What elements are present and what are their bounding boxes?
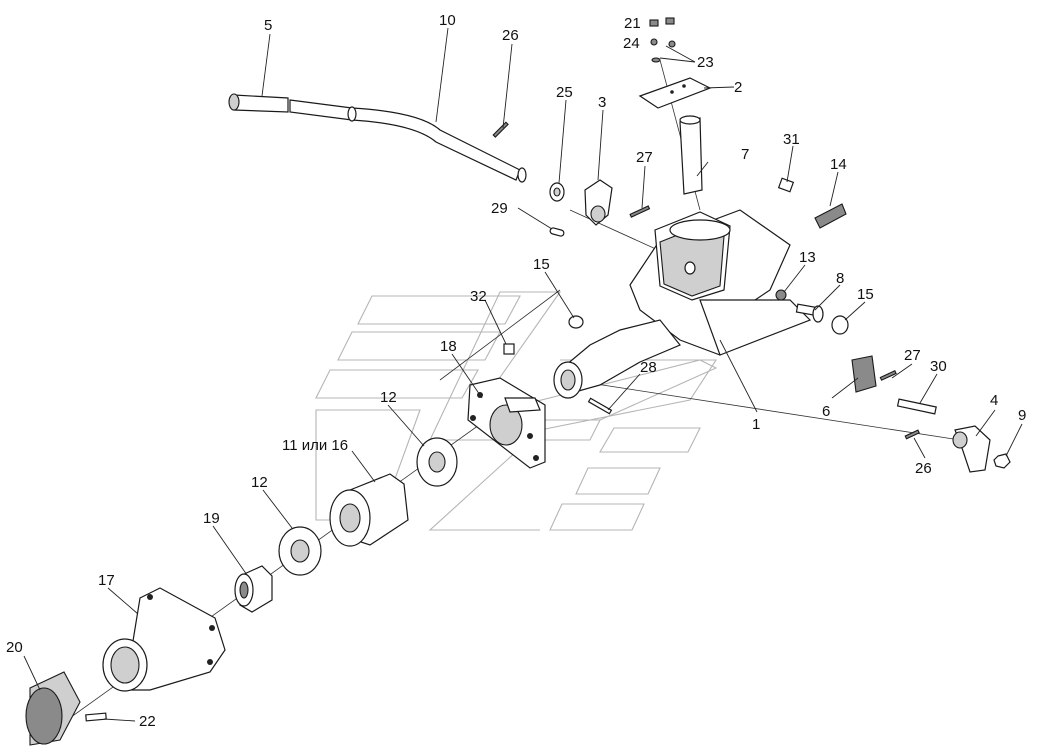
main-bracket-part-1 — [553, 209, 812, 399]
washer-part-12-upper — [416, 437, 458, 487]
callout-21: 21 — [624, 15, 641, 32]
callout-8: 8 — [836, 270, 844, 287]
washer-part-12-lower — [278, 526, 322, 576]
callout-6: 6 — [822, 403, 830, 420]
nut-part-32 — [503, 343, 515, 355]
callout-32: 32 — [470, 288, 487, 305]
lever-part-4 — [952, 425, 991, 473]
bolts-part-21-23-24 — [649, 17, 676, 63]
callout-7: 7 — [741, 146, 749, 163]
callout-12-upper: 12 — [380, 389, 397, 406]
callout-30: 30 — [930, 358, 947, 375]
callout-4: 4 — [990, 392, 998, 409]
callout-20: 20 — [6, 639, 23, 656]
washer-hole — [553, 187, 561, 197]
callout-25: 25 — [556, 84, 573, 101]
grip-part-5 — [228, 93, 289, 113]
housing-part-17 — [102, 587, 226, 692]
pin-part-27-lower — [879, 369, 897, 381]
callout-15-right: 15 — [857, 286, 874, 303]
fork-part-3 — [584, 179, 613, 226]
callout-19: 19 — [203, 510, 220, 527]
plate-part-2 — [638, 77, 712, 109]
lever-tube-part-10 — [289, 99, 527, 183]
callout-3: 3 — [598, 94, 606, 111]
nut-part-31 — [777, 177, 795, 193]
spring-part-14 — [814, 203, 847, 229]
callout-27-lower: 27 — [904, 347, 921, 364]
pin-part-29 — [549, 227, 565, 237]
callout-23: 23 — [697, 54, 714, 71]
callout-22: 22 — [139, 713, 156, 730]
pin-part-26 — [492, 121, 509, 138]
bushing-part-11-16 — [329, 473, 409, 547]
callout-26-lower: 26 — [915, 460, 932, 477]
callout-9: 9 — [1018, 407, 1026, 424]
oring-part-15-left — [568, 315, 584, 329]
callout-29: 29 — [491, 200, 508, 217]
callout-14: 14 — [830, 156, 847, 173]
callout-31: 31 — [783, 131, 800, 148]
ball-part-13 — [775, 289, 787, 301]
callout-17: 17 — [98, 572, 115, 589]
pin-part-30 — [896, 398, 937, 415]
callout-2: 2 — [734, 79, 742, 96]
callout-27-top: 27 — [636, 149, 653, 166]
callout-1: 1 — [752, 416, 760, 433]
callout-12-lower: 12 — [251, 474, 268, 491]
nut-part-9 — [993, 453, 1011, 469]
callout-10: 10 — [439, 12, 456, 29]
pin-part-28 — [587, 397, 613, 415]
cap-part-15-right — [831, 315, 849, 335]
callout-28: 28 — [640, 359, 657, 376]
leader-lines — [23, 27, 1023, 722]
spring-part-6 — [851, 355, 877, 393]
callout-5: 5 — [264, 17, 272, 34]
flange-part-18 — [467, 377, 546, 469]
callout-13: 13 — [799, 249, 816, 266]
callout-24: 24 — [623, 35, 640, 52]
cap-part-20 — [25, 671, 81, 746]
callout-26-top: 26 — [502, 27, 519, 44]
callout-11-or-16: 11 или 16 — [282, 437, 348, 454]
sleeve-part-19 — [234, 565, 273, 613]
callout-15-left: 15 — [533, 256, 550, 273]
rod-part-7 — [679, 115, 703, 195]
screw-part-22 — [85, 712, 107, 722]
pin-part-26-lower — [904, 429, 920, 440]
pin-part-27-upper — [629, 205, 651, 218]
callout-labels: 5 10 26 25 3 29 27 7 2 21 24 23 31 14 13… — [6, 12, 1026, 730]
callout-18: 18 — [440, 338, 457, 355]
